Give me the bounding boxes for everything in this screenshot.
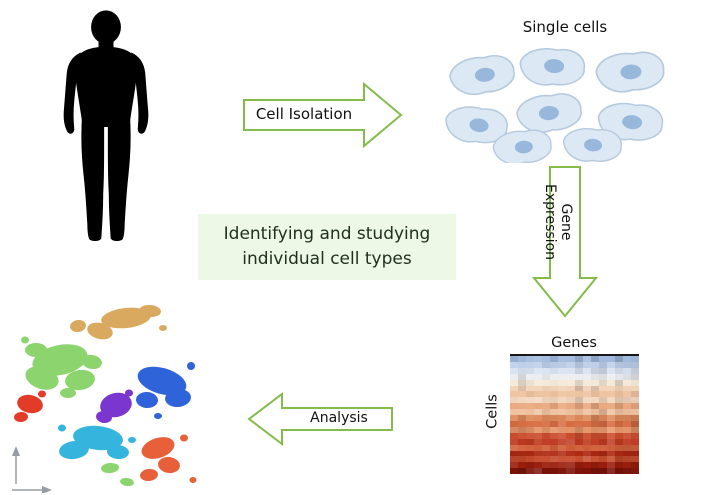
cell (594, 50, 666, 94)
heatmap-row (510, 361, 639, 368)
analysis-label: Analysis (310, 410, 368, 426)
gene-expression-arrow (532, 166, 598, 318)
heatmap-row (510, 367, 639, 374)
cluster-orange (140, 434, 197, 483)
heatmap-row (510, 403, 639, 410)
heatmap-row (510, 385, 639, 392)
cell-isolation-label: Cell Isolation (255, 105, 353, 123)
heatmap-row (510, 432, 639, 439)
tsne-plot (12, 304, 197, 493)
left-arm (63, 52, 81, 134)
cell (447, 53, 517, 98)
heatmap-row (510, 391, 639, 398)
cells-label: Cells (484, 394, 501, 429)
nucleus (622, 115, 643, 130)
heatmap-row (510, 438, 639, 445)
heatmap-row (510, 415, 639, 421)
heatmap-row (510, 356, 639, 362)
nucleus (469, 118, 489, 133)
caption-line1: Identifying and studying (223, 223, 431, 244)
heatmap (510, 354, 639, 475)
torso (74, 46, 138, 127)
nucleus (544, 59, 565, 74)
heatmap-row (510, 409, 639, 416)
cell (595, 99, 665, 145)
cluster-red (14, 390, 46, 423)
cluster-cyan (58, 424, 136, 460)
heatmap-row (510, 462, 639, 469)
gene-expression-label: Gene Expression (542, 184, 574, 260)
nucleus (538, 106, 559, 121)
analysis-arrow (247, 392, 393, 446)
cell (514, 91, 584, 135)
cell (561, 125, 624, 163)
genes-label: Genes (551, 335, 597, 351)
center-caption-box: Identifying and studying individual cell… (198, 214, 456, 280)
cluster-purple (96, 389, 133, 424)
nucleus (514, 140, 533, 154)
caption-line2: individual cell types (242, 249, 412, 269)
heatmap-row (510, 420, 639, 427)
heatmap-row (510, 373, 639, 380)
right-leg (107, 123, 131, 241)
single-cells-illustration (442, 48, 666, 163)
tsne-axes (12, 446, 52, 493)
cluster-tan (70, 304, 167, 340)
right-arm (131, 52, 149, 134)
heatmap-row (510, 426, 639, 433)
heatmap-row (510, 379, 639, 386)
single-cells-label: Single cells (522, 18, 608, 36)
heatmap-row (510, 450, 639, 457)
cluster-blue (136, 362, 195, 419)
cell (518, 48, 587, 89)
human-silhouette (63, 10, 149, 241)
heatmap-row (510, 456, 639, 463)
nucleus (620, 64, 642, 80)
nucleus (584, 138, 603, 152)
cluster-green (21, 336, 134, 487)
heatmap-row (510, 468, 639, 475)
cell (491, 128, 553, 163)
nucleus (474, 67, 495, 82)
heatmap-row (510, 444, 639, 451)
cell (442, 102, 510, 148)
cell-isolation-arrow (243, 82, 403, 148)
heatmap-row (510, 397, 639, 404)
left-leg (81, 123, 105, 241)
